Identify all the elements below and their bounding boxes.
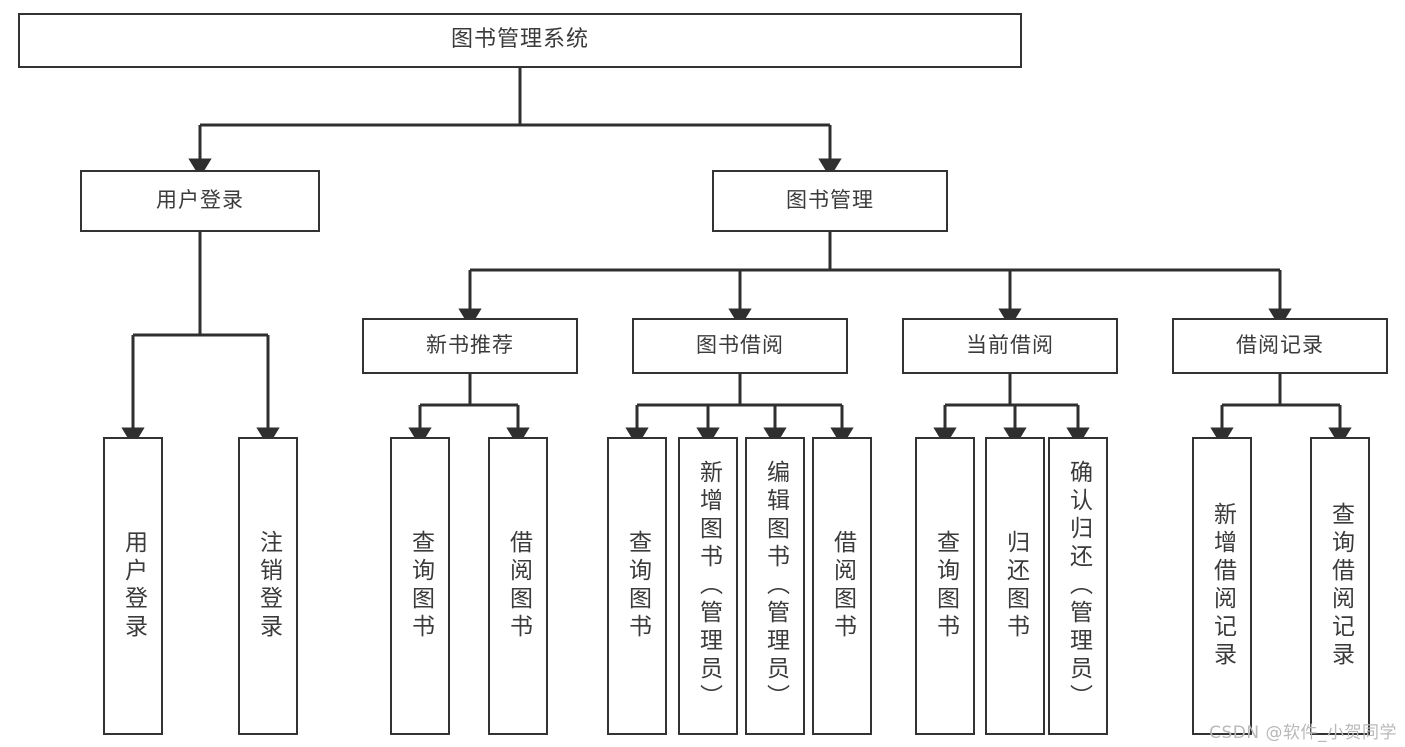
node-borrowing-record[interactable]: 借阅记录 [1172, 318, 1388, 374]
node-current-borrowing[interactable]: 当前借阅 [902, 318, 1118, 374]
node-label: 新增借阅记录 [1209, 502, 1236, 670]
leaf-current-borrow-confirm-return-admin[interactable]: 确认归还（管理员） [1048, 437, 1108, 735]
node-label: 查询图书 [624, 530, 651, 642]
node-label: 借阅图书 [505, 530, 532, 642]
node-label: 编辑图书（管理员） [762, 460, 789, 712]
node-label: 注销登录 [255, 530, 282, 642]
node-book-management[interactable]: 图书管理 [712, 170, 948, 232]
node-label: 当前借阅 [966, 333, 1054, 358]
node-label: 查询图书 [932, 530, 959, 642]
node-book-borrowing[interactable]: 图书借阅 [632, 318, 848, 374]
node-label: 借阅图书 [829, 530, 856, 642]
leaf-book-borrow-borrow[interactable]: 借阅图书 [812, 437, 872, 735]
node-label: 用户登录 [120, 530, 147, 642]
node-label: 确认归还（管理员） [1065, 460, 1092, 712]
node-label: 用户登录 [156, 188, 244, 213]
leaf-current-borrow-return[interactable]: 归还图书 [985, 437, 1045, 735]
node-root-book-management-system[interactable]: 图书管理系统 [18, 13, 1022, 68]
leaf-book-borrow-query[interactable]: 查询图书 [607, 437, 667, 735]
node-label: 归还图书 [1002, 530, 1029, 642]
node-label: 新书推荐 [426, 333, 514, 358]
leaf-new-book-query[interactable]: 查询图书 [390, 437, 450, 735]
node-new-book-recommendation[interactable]: 新书推荐 [362, 318, 578, 374]
leaf-book-borrow-edit-admin[interactable]: 编辑图书（管理员） [745, 437, 805, 735]
leaf-user-login-signin[interactable]: 用户登录 [103, 437, 163, 735]
leaf-borrow-record-query[interactable]: 查询借阅记录 [1310, 437, 1370, 735]
node-label: 查询借阅记录 [1327, 502, 1354, 670]
leaf-user-login-signout[interactable]: 注销登录 [238, 437, 298, 735]
node-label: 查询图书 [407, 530, 434, 642]
leaf-book-borrow-add-admin[interactable]: 新增图书（管理员） [678, 437, 738, 735]
node-label: 图书管理系统 [450, 27, 589, 53]
node-label: 新增图书（管理员） [695, 460, 722, 712]
leaf-new-book-borrow[interactable]: 借阅图书 [488, 437, 548, 735]
node-label: 图书借阅 [696, 333, 784, 358]
node-label: 借阅记录 [1236, 333, 1324, 358]
leaf-borrow-record-add[interactable]: 新增借阅记录 [1192, 437, 1252, 735]
node-label: 图书管理 [786, 188, 874, 213]
csdn-watermark: CSDN @软件_小贺同学 [1209, 723, 1397, 743]
leaf-current-borrow-query[interactable]: 查询图书 [915, 437, 975, 735]
node-user-login[interactable]: 用户登录 [80, 170, 320, 232]
